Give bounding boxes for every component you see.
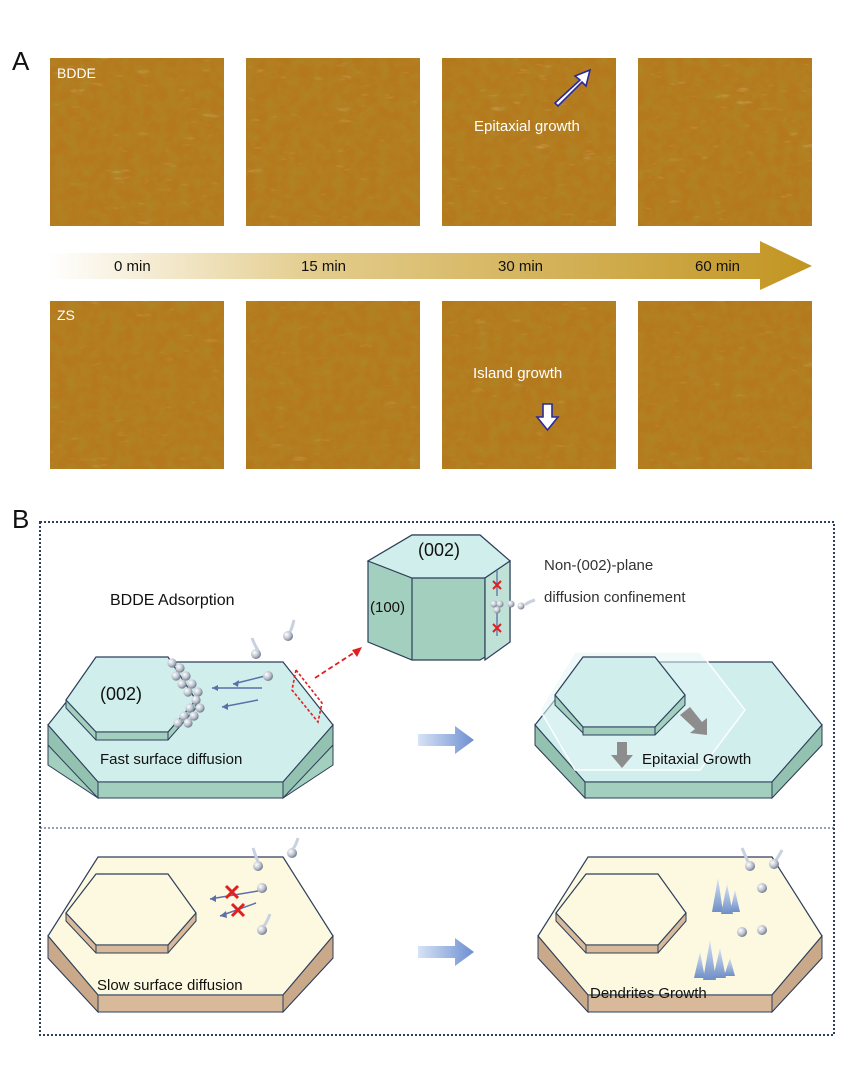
bdde-adsorption-title: BDDE Adsorption xyxy=(110,592,235,609)
afm-image-grid xyxy=(50,58,812,469)
epitaxial-growth-label: Epitaxial Growth xyxy=(642,751,751,768)
confinement-line-1: Non-(002)-plane xyxy=(544,557,653,574)
epitaxial-growth-annotation: Epitaxial growth xyxy=(474,118,580,135)
zn-plate-fast-diffusion xyxy=(47,656,334,800)
adatom xyxy=(183,687,193,697)
adatom xyxy=(193,687,203,697)
adatom xyxy=(167,658,177,668)
panel-a-label: A xyxy=(12,46,30,76)
time-label-0: 0 min xyxy=(114,258,151,275)
time-label-15: 15 min xyxy=(301,258,346,275)
panel-b-frame xyxy=(39,521,835,1036)
adatom xyxy=(181,671,191,681)
zn-plate-slow-diffusion xyxy=(47,856,334,1014)
adatom xyxy=(195,703,205,713)
afm-image-zs-0min xyxy=(50,301,224,469)
adatom xyxy=(185,703,195,713)
island-down-arrow-icon xyxy=(535,403,560,432)
epitaxial-direction-arrow-icon xyxy=(553,68,592,108)
crystal-top-face-label: (002) xyxy=(418,540,460,560)
adatom xyxy=(171,671,181,681)
top-face-label-002: (002) xyxy=(100,684,142,704)
island-growth-annotation: Island growth xyxy=(473,365,562,382)
bdde-row-label: BDDE xyxy=(57,65,96,81)
adsorbed-adatoms xyxy=(167,658,205,728)
afm-image-bdde-60min xyxy=(638,58,812,226)
zs-row-label: ZS xyxy=(57,307,75,323)
afm-image-zs-30min xyxy=(442,301,616,469)
dendrite-spikes xyxy=(694,847,784,980)
zn-plate-epitaxial xyxy=(534,651,823,800)
process-arrow-bottom-icon xyxy=(418,938,474,966)
adatom xyxy=(187,679,197,689)
adatom xyxy=(183,718,193,728)
time-arrow xyxy=(48,241,812,290)
zn-crystal-prism xyxy=(366,534,536,662)
afm-image-zs-15min xyxy=(246,301,420,469)
incoming-atoms-fast xyxy=(212,619,296,710)
adatom xyxy=(189,711,199,721)
time-label-30: 30 min xyxy=(498,258,543,275)
adatom xyxy=(175,663,185,673)
panel-b-label: B xyxy=(12,504,29,534)
confinement-line-2: diffusion confinement xyxy=(544,589,686,606)
slow-surface-diffusion-label: Slow surface diffusion xyxy=(97,977,243,994)
fast-surface-diffusion-label: Fast surface diffusion xyxy=(100,751,242,768)
crystal-side-face-label: (100) xyxy=(370,599,405,616)
dendrites-growth-label: Dendrites Growth xyxy=(590,985,707,1002)
adatom xyxy=(179,711,189,721)
afm-image-bdde-0min xyxy=(50,58,224,226)
afm-image-bdde-30min xyxy=(442,58,616,226)
adatom xyxy=(191,695,201,705)
adatom xyxy=(177,679,187,689)
time-label-60: 60 min xyxy=(695,258,740,275)
afm-image-zs-60min xyxy=(638,301,812,469)
blocked-diffusion-marks xyxy=(209,837,300,935)
afm-image-bdde-15min xyxy=(246,58,420,226)
selection-box xyxy=(291,647,362,724)
zn-plate-dendrites xyxy=(537,856,823,1014)
adatom xyxy=(173,718,183,728)
process-arrow-top-icon xyxy=(418,726,474,754)
